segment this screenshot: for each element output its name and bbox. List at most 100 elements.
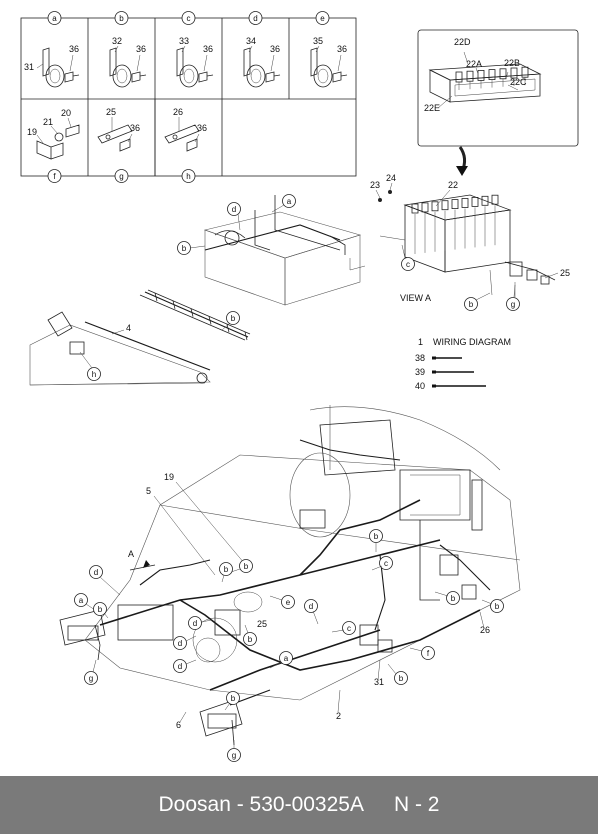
machine-circle-8-text: c [384, 559, 388, 568]
footer-brand: Doosan - 530-00325A [158, 793, 364, 816]
detail-label-22a: 22A [466, 59, 482, 69]
machine-circle-3: d [89, 565, 103, 579]
machine-circle-18-text: b [451, 594, 456, 603]
machine-circle-6-text: b [98, 605, 103, 614]
machine-label-24: 26 [480, 625, 490, 635]
clamp-cell-h-letter: h [181, 169, 196, 183]
clamp-cell-g-letter-text: g [119, 172, 123, 181]
clamp-cell-h-letter-text: h [186, 172, 190, 181]
machine-circle-7: b [239, 559, 253, 573]
cab-circle-a: a [282, 194, 296, 208]
machine-circle-22: f [421, 646, 435, 660]
machine-circle-21: b [394, 671, 408, 685]
machine-label-0: 19 [164, 472, 174, 482]
legend-wire-40-end [432, 384, 436, 388]
view-a-circle-g-text: g [511, 300, 515, 309]
machine-label-12: 25 [257, 619, 267, 629]
machine-circle-17: d [173, 659, 187, 673]
machine-circle-15-text: b [248, 635, 253, 644]
legend-title: WIRING DIAGRAM [433, 337, 511, 347]
clamp-sketch-e [310, 47, 348, 88]
clamp-cell-a-letter-text: a [52, 14, 57, 23]
rail-circle-b-text: b [231, 314, 236, 323]
rail-circle-b: b [226, 311, 240, 325]
detail-label-22e: 22E [424, 103, 440, 113]
boom-assembly [29, 311, 211, 386]
machine-circle-11-text: b [224, 565, 229, 574]
machine-circle-8: c [379, 556, 393, 570]
view-a-part-23: 23 [370, 180, 380, 190]
clamp-cell-f-letter: f [47, 169, 62, 183]
machine-circle-5: g [84, 671, 98, 685]
cab-floor-assembly [203, 195, 366, 306]
machine-circle-4: a [74, 593, 88, 607]
boom-circle-h: h [87, 367, 101, 381]
machine-circle-16: d [304, 599, 318, 613]
wiring-harness-diagram: a3136b3236c3336d3436e3536f192120g2536h26… [20, 11, 579, 762]
clamp-part-31: 31 [24, 62, 34, 72]
machine-circle-13: d [173, 636, 187, 650]
machine-label-2: A [128, 549, 134, 559]
machine-circle-17-text: d [178, 662, 182, 671]
clamp-sketch-f [36, 124, 80, 160]
clamp-part-36: 36 [197, 123, 207, 133]
legend-wire-39-end [432, 370, 436, 374]
detail-label-22d: 22D [454, 37, 471, 47]
footer-page-number: N - 2 [393, 793, 440, 816]
machine-circle-7-text: b [244, 562, 249, 571]
machine-circle-27: g [227, 748, 241, 762]
machine-circle-4-text: a [79, 596, 84, 605]
view-a-fuse-box [378, 190, 556, 297]
boom-part-4: 4 [126, 323, 131, 333]
view-a-circle-b-text: b [469, 300, 474, 309]
boom-circle-h-text: h [92, 370, 96, 379]
cab-circle-d: d [227, 202, 241, 216]
clamp-cell-e-letter: e [315, 11, 330, 25]
clamp-sketch-c [176, 47, 214, 88]
clamp-cell-b-letter-text: b [119, 14, 124, 23]
legend-item-40: 40 [415, 381, 425, 391]
machine-circle-25-text: b [231, 694, 236, 703]
machine-circle-23-text: b [374, 532, 379, 541]
clamp-part-19: 19 [27, 127, 37, 137]
machine-circle-3-text: d [94, 568, 98, 577]
clamp-cell-b-letter: b [114, 11, 129, 25]
detail-label-22b: 22B [504, 58, 520, 68]
cab-circle-b: b [177, 241, 191, 255]
clamp-cell-e-letter-text: e [320, 14, 325, 23]
machine-label-1: 5 [146, 486, 151, 496]
view-a-detail-box [417, 29, 579, 176]
clamp-part-25: 25 [106, 107, 116, 117]
view-a-circle-b: b [464, 297, 478, 311]
view-a-circle-c-text: c [406, 260, 410, 269]
view-a-part-25: 25 [560, 268, 570, 278]
machine-circle-11: b [219, 562, 233, 576]
machine-label-26: 6 [176, 720, 181, 730]
machine-circle-29: a [279, 651, 293, 665]
clamp-part-36: 36 [203, 44, 213, 54]
machine-circle-27-text: g [232, 751, 236, 760]
machine-circle-10: e [281, 595, 295, 609]
footer-bar: Doosan - 530-00325A N - 2 [0, 776, 598, 834]
clamp-part-21: 21 [43, 117, 53, 127]
clamp-cell-d-letter: d [248, 11, 263, 25]
machine-label-20: 31 [374, 677, 384, 687]
legend-wire-38-end [432, 356, 436, 360]
view-a-part-24: 24 [386, 173, 396, 183]
rail-harness [139, 289, 251, 341]
clamp-sketch-g [97, 124, 133, 152]
machine-circle-18: b [446, 591, 460, 605]
view-a-circle-g: g [506, 297, 520, 311]
clamp-cell-a-letter: a [47, 11, 62, 25]
clamp-sketch-b [109, 47, 147, 88]
cab-circle-a-text: a [287, 197, 292, 206]
clamp-cell-g-letter: g [114, 169, 129, 183]
machine-circle-15: b [243, 632, 257, 646]
clamp-sketch-d [243, 47, 281, 88]
view-a-circle-c: c [401, 257, 415, 271]
clamp-part-26: 26 [173, 107, 183, 117]
view-a-part-22: 22 [448, 180, 458, 190]
machine-circle-9-text: d [193, 619, 197, 628]
machine-upper-structure [59, 405, 521, 737]
